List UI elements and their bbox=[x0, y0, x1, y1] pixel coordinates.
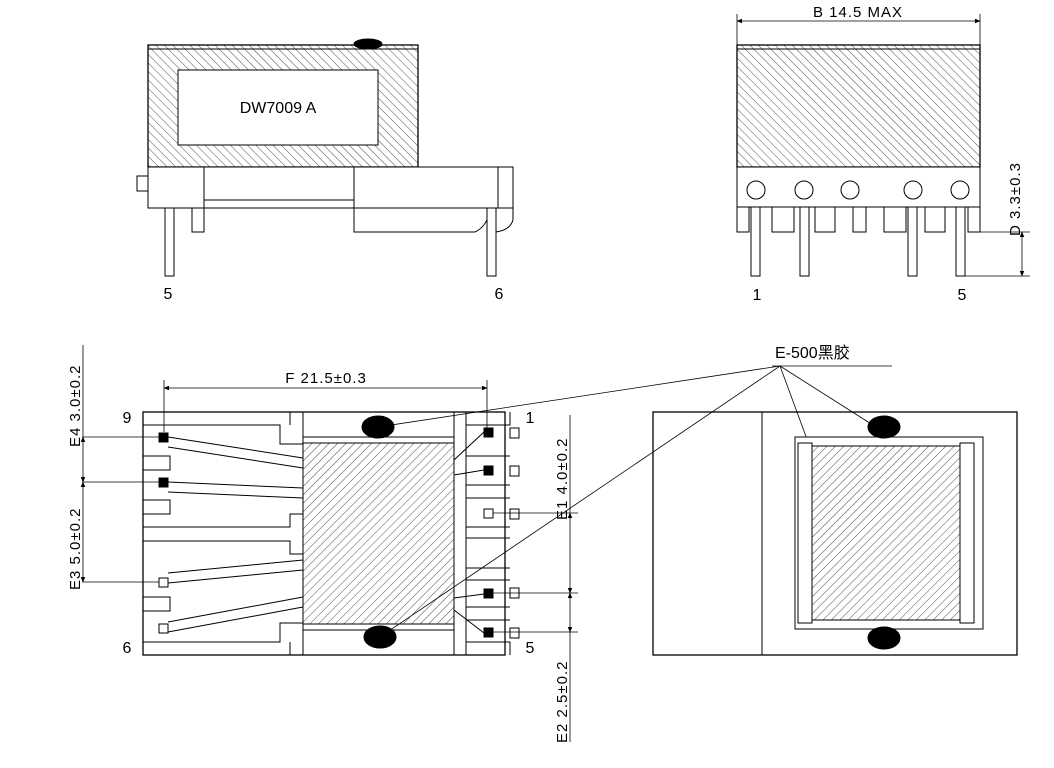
pin-pad bbox=[483, 588, 494, 599]
dim-f: F 21.5±0.3 bbox=[285, 370, 367, 387]
pin-label-6: 6 bbox=[123, 640, 132, 657]
dim-e4: E4 3.0±0.2 bbox=[67, 365, 84, 447]
glue-blob bbox=[363, 625, 397, 649]
pin-label-6: 6 bbox=[495, 286, 504, 303]
pin-pad bbox=[158, 577, 169, 588]
pin-label-1: 1 bbox=[526, 410, 535, 427]
pin-label-1: 1 bbox=[753, 287, 762, 304]
bottom-view: F 21.5±0.3 bbox=[67, 345, 578, 743]
side-core bbox=[736, 44, 981, 168]
pin-pad bbox=[483, 427, 494, 438]
dim-e1: E1 4.0±0.2 bbox=[554, 438, 571, 520]
pin bbox=[750, 206, 761, 277]
pin bbox=[486, 207, 497, 277]
dim-d: D 3.3±0.3 bbox=[1007, 162, 1024, 236]
pin bbox=[907, 206, 918, 277]
glue-blob bbox=[867, 626, 901, 650]
pin-pad bbox=[158, 477, 169, 488]
front-view: DW7009 A 5 6 bbox=[136, 38, 514, 303]
dim-e3: E3 5.0±0.2 bbox=[67, 508, 84, 590]
pin bbox=[799, 206, 810, 277]
pin-pad bbox=[158, 623, 169, 634]
pin-label-9: 9 bbox=[123, 410, 132, 427]
label-window bbox=[177, 69, 379, 146]
pin-pad bbox=[483, 465, 494, 476]
side-view: B 14.5 MAX 1 5 D 3.3±0.3 bbox=[736, 4, 1030, 304]
pin bbox=[164, 207, 175, 277]
winding bbox=[302, 442, 455, 625]
pin-pad bbox=[483, 508, 494, 519]
pin-label-5: 5 bbox=[164, 286, 173, 303]
pin bbox=[955, 206, 966, 277]
bobbin-base bbox=[147, 166, 514, 209]
pin-label-5: 5 bbox=[526, 640, 535, 657]
dim-b: B 14.5 MAX bbox=[813, 4, 903, 21]
top-winding bbox=[811, 445, 961, 621]
pin-label-5: 5 bbox=[958, 287, 967, 304]
dim-e2: E2 2.5±0.2 bbox=[554, 661, 571, 743]
top-view bbox=[652, 411, 1018, 656]
glue-blob bbox=[361, 415, 395, 439]
part-label: DW7009 A bbox=[240, 100, 317, 117]
pin-pad bbox=[483, 627, 494, 638]
pin-pad bbox=[158, 432, 169, 443]
glue-label: E-500黑胶 bbox=[775, 344, 850, 362]
glue-blob bbox=[867, 415, 901, 439]
